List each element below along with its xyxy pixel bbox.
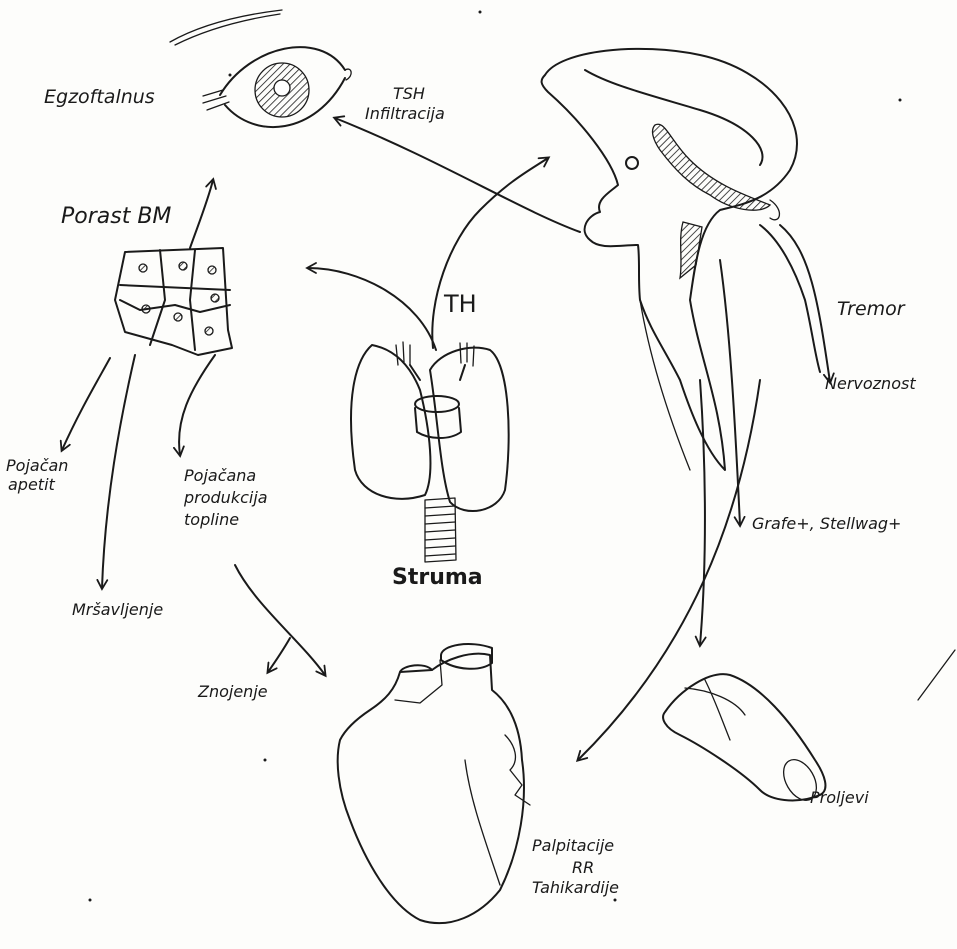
label-apetit: apetit	[8, 477, 55, 494]
eye-icon	[203, 47, 351, 127]
label-pojacan: Pojačan	[6, 458, 68, 475]
label-rr: RR	[572, 860, 594, 877]
label-pojacana: Pojačana	[184, 468, 256, 485]
intestine-icon	[663, 674, 825, 806]
label-nervoznost: Nervoznost	[825, 376, 916, 393]
label-tsh: TSH	[393, 86, 425, 103]
thyroid-icon	[351, 342, 509, 562]
label-palpitacije: Palpitacije	[532, 838, 614, 855]
label-proljevi: Proljevi	[810, 790, 869, 807]
label-znojenje: Znojenje	[198, 684, 268, 701]
heart-icon	[338, 644, 530, 923]
label-struma: Struma	[392, 566, 483, 589]
brain-icon	[542, 49, 797, 470]
cells-icon	[115, 248, 232, 355]
label-topline: topline	[184, 512, 239, 529]
label-egzoftalnus: Egzoftalnus	[44, 88, 155, 108]
label-tahikardije: Tahikardije	[532, 880, 619, 897]
label-porast-bm: Porast BM	[61, 205, 171, 228]
label-th: TH	[444, 292, 477, 317]
label-produkcija: produkcija	[184, 490, 268, 507]
label-grafe-stellwag: Grafe+, Stellwag+	[752, 516, 901, 533]
label-mrsavljenje: Mršavljenje	[72, 602, 163, 619]
label-infiltracija: Infiltracija	[365, 106, 445, 123]
stray-marks	[89, 10, 956, 902]
label-tremor: Tremor	[837, 300, 905, 320]
